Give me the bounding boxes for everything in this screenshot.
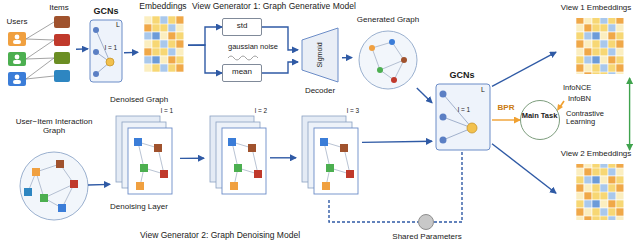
annotation-label: Contrastive Learning <box>566 110 618 127</box>
connector-arrow <box>76 48 88 50</box>
node-text: L <box>114 21 122 29</box>
node-text: l = 1 <box>452 106 476 113</box>
edge-label: BPR <box>497 104 516 113</box>
node-text: Main Task <box>521 112 558 120</box>
node-text: Embeddings <box>138 2 188 12</box>
connector-arrow <box>262 62 298 73</box>
annotation-label: View Generator 1: Graph Generative Model <box>192 2 422 12</box>
connector-arrow <box>492 52 556 86</box>
denoising-layer: l = 3 <box>296 104 362 200</box>
interaction-graph: User−Item Interaction Graph <box>4 118 104 226</box>
connector-arrow <box>492 119 520 120</box>
annotation-label: InfoBN <box>568 95 608 103</box>
connector-arrow <box>270 157 296 158</box>
node-text: Denoised Graph <box>110 96 180 105</box>
connector-arrow <box>188 27 222 45</box>
gcn-block: GCNs l = 1 L <box>432 70 492 152</box>
generated-graph: Generated Graph <box>352 16 424 96</box>
node-text: l = 3 <box>342 107 364 114</box>
node-text: Decoder <box>298 87 342 96</box>
decoder: SigmoidDecoder <box>298 26 342 98</box>
embedding-matrix: View 1 Embeddings <box>556 4 636 78</box>
denoising-layer: l = 2 <box>204 104 270 200</box>
embedding-matrix: Embeddings <box>138 2 188 74</box>
connector-arrow <box>434 152 462 222</box>
node-text: Generated Graph <box>352 16 424 25</box>
main-task-circle: Main Task <box>520 100 560 140</box>
annotation-label: Denoising Layer <box>110 203 190 212</box>
connector-arrow <box>342 57 352 59</box>
annotation-label: gaussian noise <box>220 43 286 51</box>
node-text: Shared Parameters <box>387 233 467 242</box>
mean-box: mean <box>222 64 262 82</box>
connector-arrow <box>180 157 204 159</box>
node-text: Users <box>2 18 32 27</box>
connector-arrow <box>417 88 432 103</box>
node-text: GCNs <box>88 6 124 16</box>
connector-arrow <box>329 200 418 222</box>
node-text: User−Item Interaction Graph <box>4 118 104 136</box>
node-text: View 1 Embeddings <box>556 4 636 13</box>
node-text: l = 1 <box>100 44 122 51</box>
node-text: L <box>478 86 488 94</box>
annotation-label: InfoNCE <box>563 84 603 92</box>
gcn-block: GCNs l = 1 L <box>88 6 124 84</box>
node-text: mean <box>223 68 261 77</box>
node-text: l = 2 <box>250 107 272 114</box>
embedding-matrix: View 2 Embeddings <box>556 150 636 222</box>
node-text: GCNs <box>432 70 492 80</box>
denoising-layer: Denoised Graph l = 1 <box>110 96 180 200</box>
connector-arrow <box>492 144 556 193</box>
node-text: std <box>223 22 261 31</box>
annotation-label: View Generator 2: Graph Denoising Model <box>140 231 380 241</box>
shared-parameters: Shared Parameters <box>418 214 434 230</box>
connector-arrow <box>88 184 110 186</box>
connector-arrow <box>124 52 138 54</box>
node-text: l = 1 <box>156 107 178 114</box>
connector-arrow <box>362 141 432 142</box>
node-text: View 2 Embeddings <box>556 150 636 159</box>
connector-arrow <box>629 78 630 150</box>
node-text: Sigmoid <box>316 35 324 75</box>
std-box: std <box>222 18 262 36</box>
connector-arrow <box>188 45 222 73</box>
node-text: Items <box>42 4 76 13</box>
bipartite-graph: Users Items <box>2 2 76 88</box>
